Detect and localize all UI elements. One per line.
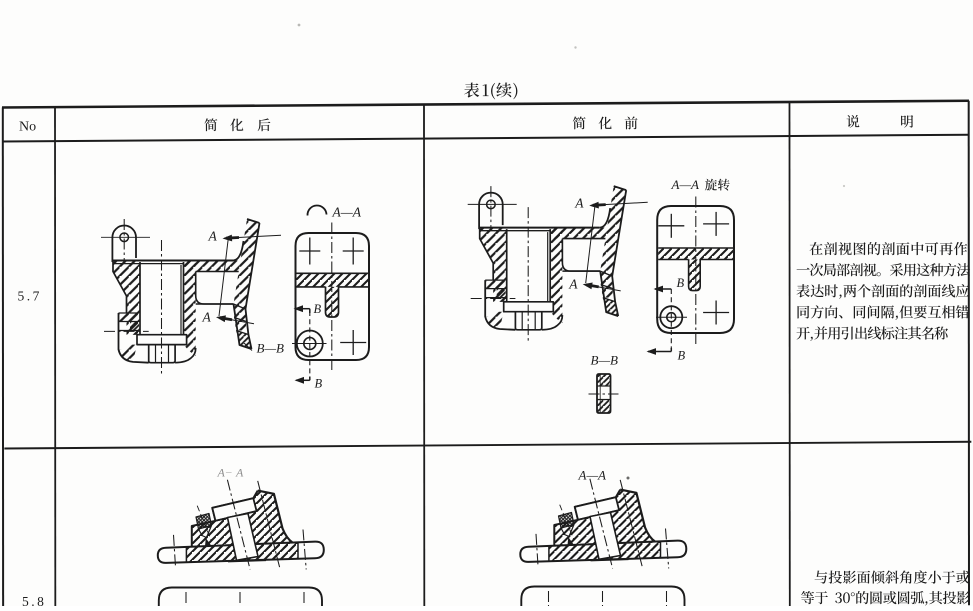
svg-text:B—B: B—B [257,341,285,356]
svg-text:A: A [568,277,578,292]
svg-text:No: No [19,120,36,135]
svg-text:B: B [315,377,323,391]
svg-text:A: A [574,196,584,211]
svg-text:B: B [314,302,322,316]
svg-text:B: B [677,276,685,290]
svg-text:A: A [202,310,212,325]
svg-text:B: B [678,349,686,363]
svg-text:5.7: 5.7 [18,289,42,304]
svg-text:A—A: A—A [578,468,607,483]
svg-text:A—A: A—A [671,177,700,192]
svg-text:A: A [217,466,226,480]
svg-text:B—B: B—B [591,353,619,368]
svg-text:A: A [208,229,218,244]
svg-text:A: A [235,466,244,480]
svg-text:–: – [225,466,232,478]
svg-text:A—A: A—A [332,205,362,220]
svg-text:5.8: 5.8 [22,594,46,606]
